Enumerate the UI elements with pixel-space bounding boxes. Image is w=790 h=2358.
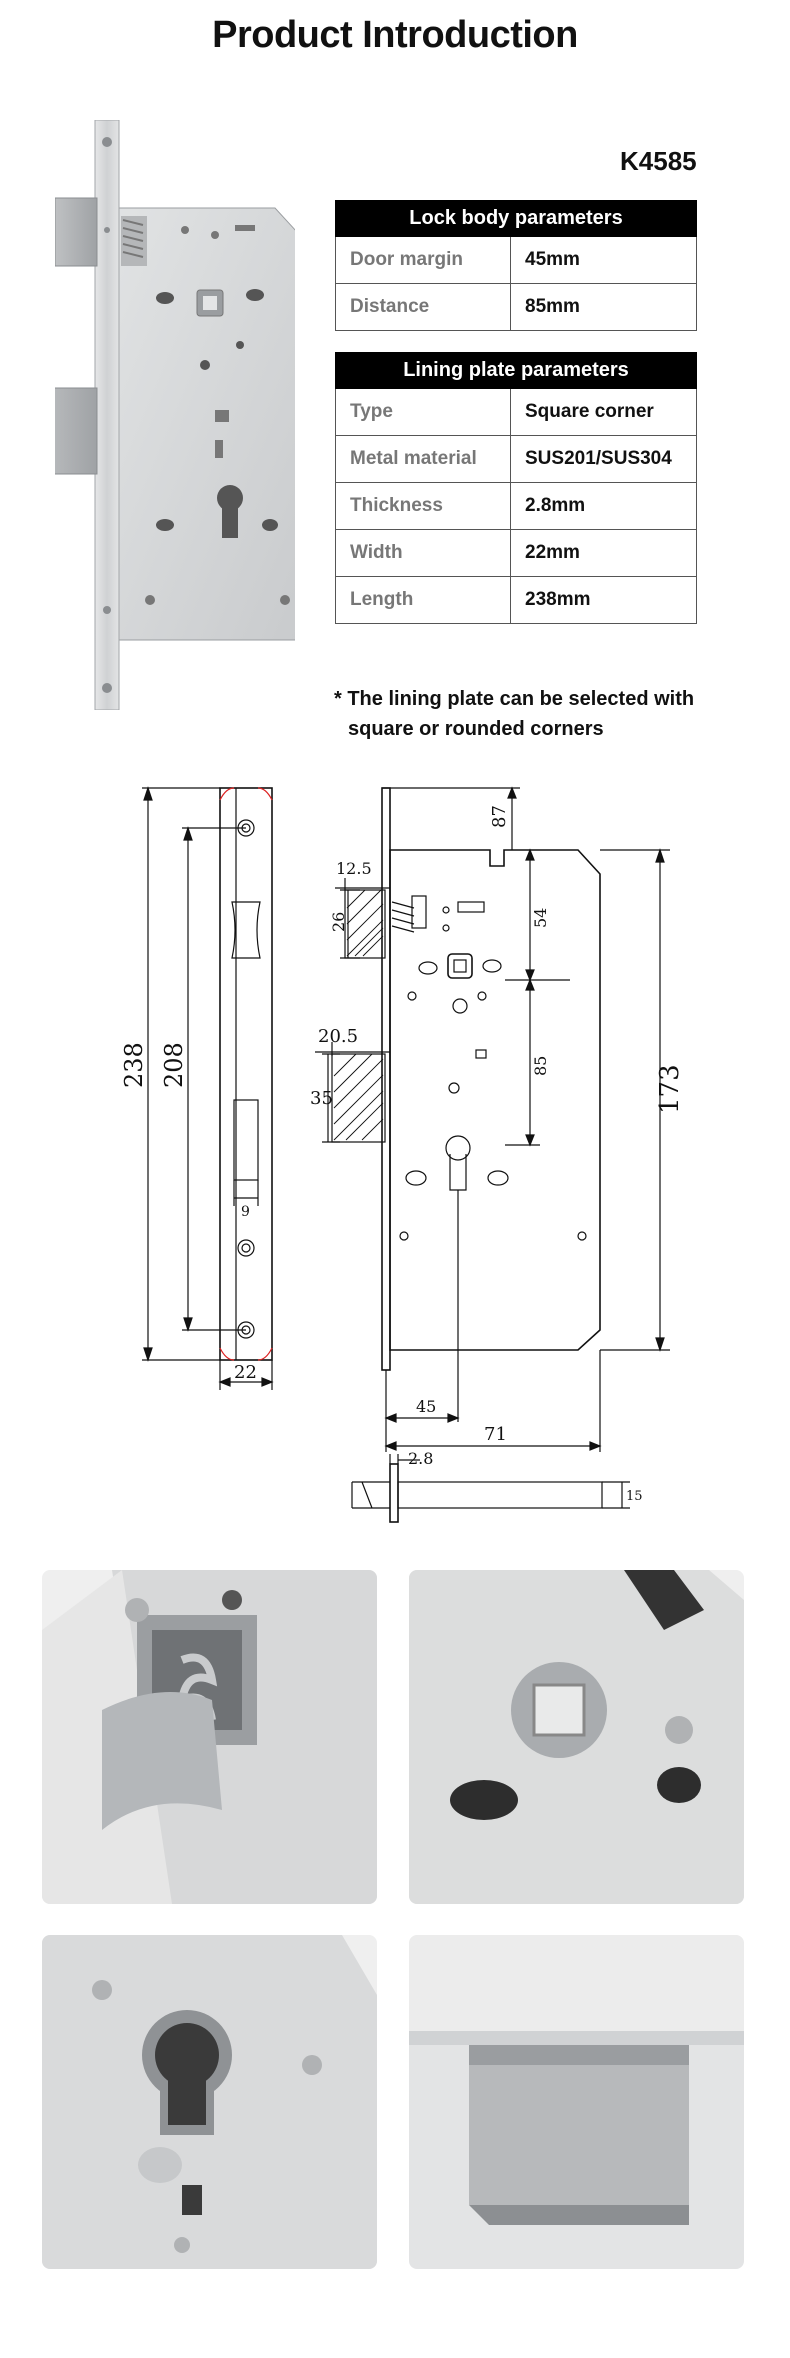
dim-238: 238 xyxy=(120,1042,148,1088)
param-label: Thickness xyxy=(335,482,511,530)
dim-20-5: 20.5 xyxy=(318,1026,358,1047)
dim-71: 71 xyxy=(484,1424,507,1445)
detail-photo-spindle xyxy=(409,1570,744,1904)
param-label: Width xyxy=(335,529,511,577)
param-value: Square corner xyxy=(510,388,697,436)
lock-body-product-image xyxy=(36,119,298,711)
param-label: Length xyxy=(335,576,511,624)
param-value: 85mm xyxy=(510,283,697,331)
table-row: Thickness 2.8mm xyxy=(335,482,697,530)
dim-35: 35 xyxy=(310,1088,333,1109)
param-label: Metal material xyxy=(335,435,511,483)
note-line-1: * The lining plate can be selected with xyxy=(334,688,695,710)
table-row: Width 22mm xyxy=(335,529,697,577)
dim-9: 9 xyxy=(241,1204,250,1220)
dim-2-8: 2.8 xyxy=(408,1449,433,1468)
param-label: Type xyxy=(335,388,511,436)
technical-drawings: 238 208 9 22 xyxy=(100,770,720,1530)
lock-body-parameters-table: Lock body parameters Door margin 45mm Di… xyxy=(335,200,697,331)
param-label: Door margin xyxy=(335,236,511,284)
note-line-2: square or rounded corners xyxy=(348,718,604,740)
table-row: Metal material SUS201/SUS304 xyxy=(335,435,697,483)
lining-plate-parameters-table: Lining plate parameters Type Square corn… xyxy=(335,352,697,624)
thickness-view xyxy=(351,1454,630,1523)
dim-85: 85 xyxy=(531,1056,550,1076)
table-row: Type Square corner xyxy=(335,388,697,436)
param-value: 238mm xyxy=(510,576,697,624)
table-row: Door margin 45mm xyxy=(335,236,697,284)
dim-12-5: 12.5 xyxy=(336,859,372,878)
table-row: Distance 85mm xyxy=(335,283,697,331)
lining-plate-note: * The lining plate can be selected with … xyxy=(334,684,734,744)
dim-15: 15 xyxy=(626,1489,643,1504)
detail-photo-deadbolt xyxy=(409,1935,744,2269)
lining-plate-parameters-header: Lining plate parameters xyxy=(335,352,697,389)
param-value: 45mm xyxy=(510,236,697,284)
param-value: SUS201/SUS304 xyxy=(510,435,697,483)
dim-22: 22 xyxy=(234,1362,257,1383)
param-value: 22mm xyxy=(510,529,697,577)
table-row: Length 238mm xyxy=(335,576,697,624)
dim-26: 26 xyxy=(329,912,348,932)
lock-body-side-view xyxy=(315,786,670,1452)
lock-body-parameters-header: Lock body parameters xyxy=(335,200,697,237)
param-label: Distance xyxy=(335,283,511,331)
page-title: Product Introduction xyxy=(212,14,578,56)
dim-173: 173 xyxy=(655,1064,685,1114)
dim-208: 208 xyxy=(160,1042,188,1088)
detail-photo-latch xyxy=(42,1570,377,1904)
detail-photo-cylinder xyxy=(42,1935,377,2269)
dim-45: 45 xyxy=(416,1397,436,1416)
dim-87: 87 xyxy=(489,805,510,828)
faceplate-front-view xyxy=(142,786,274,1390)
dim-54: 54 xyxy=(531,908,550,928)
param-value: 2.8mm xyxy=(510,482,697,530)
model-number: K4585 xyxy=(620,146,697,176)
